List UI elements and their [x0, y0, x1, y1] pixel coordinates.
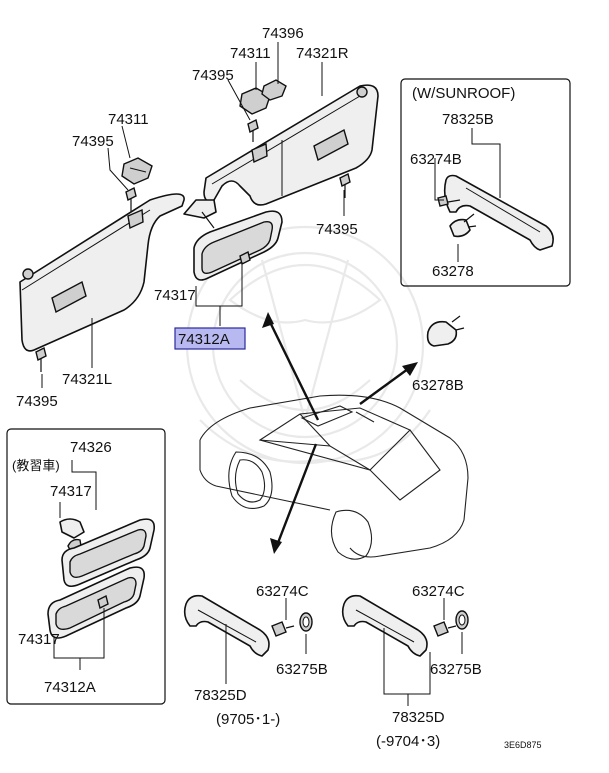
label-74326: 74326 — [70, 439, 112, 456]
label-74317: 74317 — [154, 287, 196, 304]
label-74396: 74396 — [262, 25, 304, 42]
screw-mid — [339, 172, 351, 198]
highlight-box — [174, 327, 246, 350]
school-car-box — [6, 428, 166, 705]
label-78325B: 78325B — [442, 111, 494, 128]
label-74395-left: 74395 — [72, 133, 114, 150]
car-outline — [199, 394, 469, 560]
date-right: (-9704･3) — [376, 733, 440, 750]
label-63274C-left: 63274C — [256, 583, 309, 600]
label-74311-left: 74311 — [108, 111, 149, 128]
label-74395-bottom: 74395 — [16, 393, 58, 410]
date-left: (9705･1-) — [216, 711, 280, 728]
sunroof-title: (W/SUNROOF) — [412, 85, 515, 102]
sunroof-cap — [426, 315, 465, 347]
arrows — [262, 312, 418, 554]
label-63278B: 63278B — [412, 377, 464, 394]
label-74321L: 74321L — [62, 371, 112, 388]
rear-view-mirror — [183, 199, 283, 281]
assist-grip-left — [183, 594, 313, 684]
sun-visor-left — [19, 193, 185, 352]
label-74317-school-a: 74317 — [50, 483, 92, 500]
visor-clip-left — [121, 157, 153, 185]
label-78325D-left: 78325D — [194, 687, 247, 704]
label-74395-mid: 74395 — [316, 221, 358, 238]
assist-grip-right — [341, 594, 469, 706]
sun-visor-right — [203, 84, 379, 206]
school-title: (教習車) — [12, 458, 60, 473]
highlight-74312A[interactable]: 74312A — [174, 327, 246, 350]
label-78325D-right: 78325D — [392, 709, 445, 726]
label-74321R: 74321R — [296, 45, 349, 62]
label-63274B: 63274B — [410, 151, 462, 168]
screw-top — [247, 118, 259, 142]
label-74312A: 74312A — [178, 331, 230, 348]
label-63278: 63278 — [432, 263, 474, 280]
label-63274C-right: 63274C — [412, 583, 465, 600]
label-74311-top: 74311 — [230, 45, 271, 62]
screw-left — [125, 186, 137, 212]
sunroof-box — [400, 78, 571, 287]
diagram-code: 3E6D875 — [504, 740, 542, 750]
label-74312A-school: 74312A — [44, 679, 96, 696]
visor-clip-top — [239, 79, 287, 115]
label-74395-top: 74395 — [192, 67, 234, 84]
leader-lines — [41, 42, 345, 388]
label-63275B-left: 63275B — [276, 661, 328, 678]
label-74317-school-b: 74317 — [18, 631, 60, 648]
label-63275B-right: 63275B — [430, 661, 482, 678]
screw-bottom — [35, 346, 47, 372]
